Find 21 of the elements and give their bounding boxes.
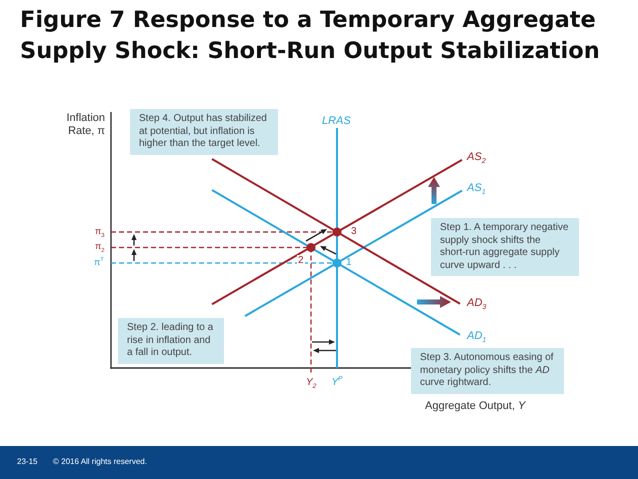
point-label: 1 [346,257,352,268]
point-label: 3 [351,226,357,238]
tick-label: Y$^{P}$ [332,377,343,388]
tick-label: Y$_{2}$ [306,377,316,388]
curve-label: AD$_{3}$ [467,297,486,310]
slide-number: 23-15 [17,457,38,466]
copyright-text: © 2016 All rights reserved. [53,457,147,466]
axis-title: Inflation Rate, π [65,112,105,138]
curve-label: AS$_{1}$ [467,182,486,195]
note-callout: Step 3. Autonomous easing of monetary policy shifts the AD curve rightward. [411,348,564,394]
tick-label: π$_{2}$ [95,241,104,252]
curve-label: AS$_{2}$ [467,151,486,164]
figure-title: Figure 7 Response to a Temporary Aggregate Supply Shock: Short-Run Output Stabilization [20,6,601,66]
note-callout: Step 1. A temporary negative supply shock shifts the short-run aggregate supply curve upward . . . [431,218,579,276]
tick-label: π$_{3}$ [95,226,104,236]
point-label: 2 [297,255,305,266]
curve-label: LRAS [322,115,351,128]
note-callout: Step 2. leading to a rise in inflation and a fall in output. [118,318,224,364]
axis-title: Aggregate Output, Y [425,400,526,413]
tick-label: π$^{T}$ [94,257,104,268]
note-callout: Step 4. Output has stabilized at potential, but inflation is higher than the target level. [130,109,278,154]
